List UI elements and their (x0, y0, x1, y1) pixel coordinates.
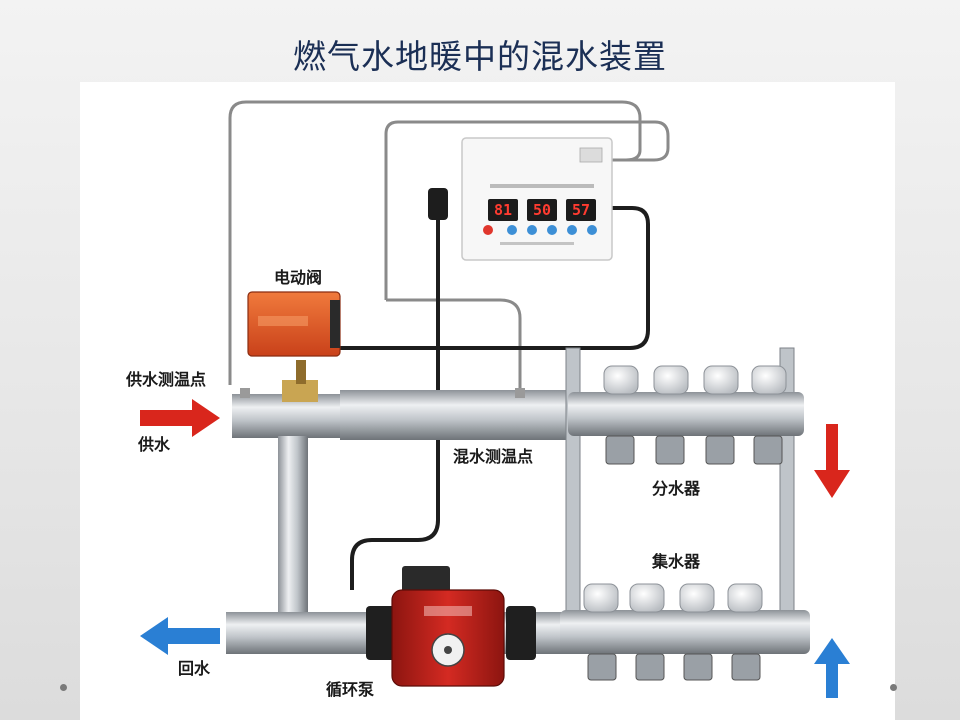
label-supply-temp-point: 供水测温点 (125, 370, 206, 389)
supply-temp-sensor (240, 388, 250, 398)
pump-union-right (506, 606, 536, 660)
controller-button-4 (567, 225, 577, 235)
power-plug (428, 188, 448, 220)
collector-valve-cap-4 (728, 584, 762, 612)
lcd-value-2: 50 (533, 201, 551, 219)
electric-valve (248, 292, 340, 356)
distributor-valve-cap-4 (752, 366, 786, 394)
controller-header-strip (490, 184, 594, 188)
valve-cable-gland (330, 300, 340, 348)
return-outlet-pipe (226, 612, 376, 654)
label-electric-valve: 电动阀 (274, 268, 322, 287)
valve-stem (296, 360, 306, 384)
collector-outlet-1 (588, 654, 616, 680)
pump-dial-center (444, 646, 452, 654)
mix-temp-sensor (515, 388, 525, 398)
temperature-controller: 81 50 57 (462, 138, 612, 260)
controller-label-plate (580, 148, 602, 162)
collector-valve-cap-3 (680, 584, 714, 612)
collector-outlet-4 (732, 654, 760, 680)
distributor-outlet-1 (606, 436, 634, 464)
controller-button-3 (547, 225, 557, 235)
distributor-outlet-3 (706, 436, 734, 464)
lcd-value-3: 57 (572, 201, 590, 219)
bypass-pipe (278, 436, 308, 616)
valve-nameplate (258, 316, 308, 326)
collector-valve-cap-2 (630, 584, 664, 612)
lcd-value-1: 81 (494, 201, 512, 219)
distributor-valve-cap-1 (604, 366, 638, 394)
controller-power-button (483, 225, 493, 235)
controller-footer-strip (500, 242, 574, 245)
collector-outlet-3 (684, 654, 712, 680)
distributor-valve-cap-2 (654, 366, 688, 394)
distributor-outlet-2 (656, 436, 684, 464)
mixing-pipe (340, 390, 570, 440)
collector-valve-cap-1 (584, 584, 618, 612)
label-supply-water: 供水 (137, 435, 171, 454)
distributor-outlet-4 (754, 436, 782, 464)
distributor-valve-cap-3 (704, 366, 738, 394)
distributor-bar (568, 392, 804, 436)
label-return-water: 回水 (178, 659, 211, 678)
label-collector: 集水器 (651, 552, 701, 571)
label-distributor: 分水器 (652, 479, 701, 498)
pump-nameplate (424, 606, 472, 616)
label-mixed-temp-point: 混水测温点 (453, 447, 533, 466)
controller-button-2 (527, 225, 537, 235)
controller-button-5 (587, 225, 597, 235)
label-circulation-pump: 循环泵 (326, 680, 374, 699)
controller-button-1 (507, 225, 517, 235)
collector-bar (560, 610, 810, 654)
collector-outlet-2 (636, 654, 664, 680)
